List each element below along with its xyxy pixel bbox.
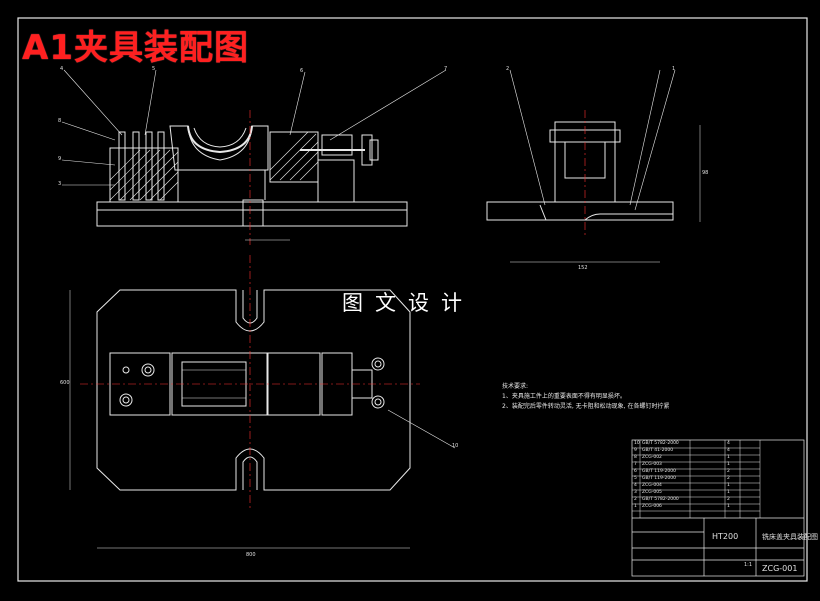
parts-no: 1 (634, 504, 637, 509)
callout-number: 5 (152, 66, 156, 72)
parts-no: 7 (634, 462, 637, 467)
scale-value: 1:1 (744, 562, 753, 568)
callout-number: 6 (300, 68, 304, 74)
side-view (486, 69, 701, 263)
callout-number: 9 (58, 156, 62, 162)
callout-number: 4 (60, 66, 64, 72)
parts-no: 8 (634, 455, 637, 460)
parts-qty: 4 (727, 441, 730, 446)
parts-no: 4 (634, 483, 637, 488)
tech-note-1: 1、夹具施工件上的重要表面不得有明显损坏。 (502, 393, 626, 400)
drawing-title: A1夹具装配图 (22, 28, 249, 68)
tech-notes-heading: 技术要求: (502, 383, 529, 390)
dim-overall-width: 800 (246, 552, 256, 558)
drawing-frame (17, 17, 808, 582)
parts-qty: 4 (727, 448, 730, 453)
parts-code: GB/T 119-2000 (642, 476, 676, 481)
parts-qty: 1 (727, 462, 730, 467)
parts-code: GB/T 5782-2000 (642, 497, 679, 502)
parts-qty: 1 (727, 504, 730, 509)
parts-no: 2 (634, 497, 637, 502)
drawing-name: 铣床盖夹具装配图 (762, 533, 818, 541)
top-view (69, 255, 456, 549)
parts-qty: 2 (727, 476, 730, 481)
parts-code: GB/T 119-2000 (642, 469, 676, 474)
parts-code: ZCG-002 (642, 455, 662, 460)
parts-no: 6 (634, 469, 637, 474)
callout-number: 3 (58, 181, 62, 187)
parts-code: ZCG-006 (642, 504, 662, 509)
dim-side-height: 98 (702, 170, 709, 176)
tech-note-2: 2、装配完后零件转动灵活, 无卡阻和松动现象, 在各螺钉时拧紧 (502, 403, 670, 410)
parts-code: ZCG-004 (642, 483, 662, 488)
callout-number: 10 (452, 443, 459, 449)
parts-no: 10 (634, 441, 640, 446)
parts-qty: 2 (727, 469, 730, 474)
dim-overall-height: 600 (60, 380, 70, 386)
parts-code: GB/T 41-2000 (642, 448, 674, 453)
parts-no: 3 (634, 490, 637, 495)
callout-number: 2 (506, 66, 510, 72)
technical-requirements: 技术要求: 1、夹具施工件上的重要表面不得有明显损坏。 2、装配完后零件转动灵活… (502, 382, 669, 412)
dim-side-width: 152 (578, 265, 588, 271)
parts-qty: 1 (727, 490, 730, 495)
title-block (631, 439, 805, 577)
callout-number: 8 (58, 118, 62, 124)
callout-number: 1 (672, 66, 676, 72)
parts-qty: 1 (727, 483, 730, 488)
parts-code: ZCG-005 (642, 490, 662, 495)
parts-qty: 1 (727, 455, 730, 460)
drawing-number: ZCG-001 (762, 564, 798, 573)
watermark-text: 图文设计 (342, 291, 474, 315)
material-label: HT200 (712, 532, 739, 541)
parts-code: GB/T 5782-2000 (642, 441, 679, 446)
callout-number: 7 (444, 66, 448, 72)
parts-code: ZCG-003 (642, 462, 662, 467)
front-view (61, 69, 447, 245)
parts-no: 9 (634, 448, 637, 453)
parts-qty: 2 (727, 497, 730, 502)
parts-no: 5 (634, 476, 637, 481)
